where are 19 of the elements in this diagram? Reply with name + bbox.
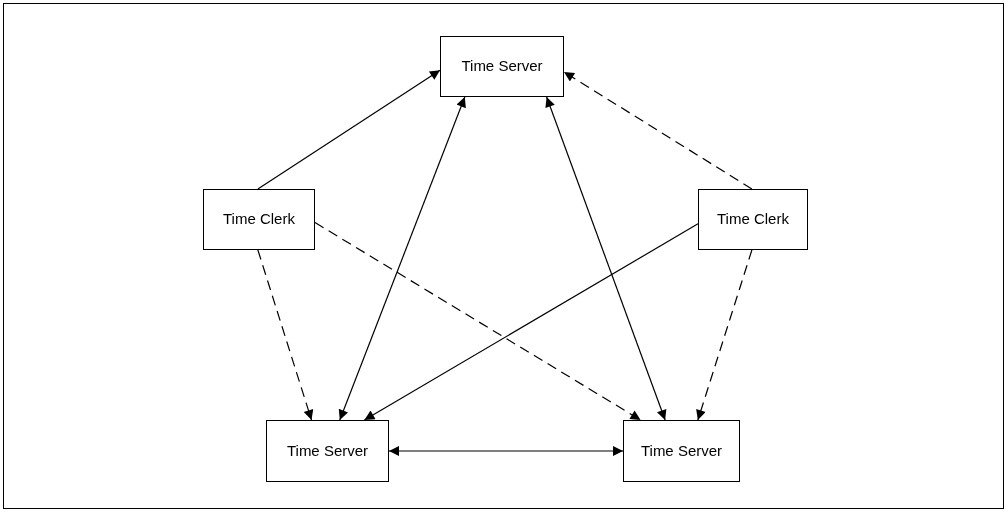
process-box xyxy=(266,420,389,482)
box-label: Time Server xyxy=(640,440,723,461)
box-label: Time Clerk xyxy=(717,209,789,230)
arrow xyxy=(696,249,753,421)
process-box xyxy=(440,36,564,97)
arrow xyxy=(545,96,667,421)
arrow xyxy=(257,69,441,190)
process-box xyxy=(623,420,740,482)
arrow xyxy=(314,221,642,421)
process-box xyxy=(698,189,808,250)
box-label: Time Server xyxy=(286,440,369,461)
arrow xyxy=(363,223,699,421)
arrow xyxy=(257,249,314,421)
arrow xyxy=(563,71,753,190)
box-label: Time Server xyxy=(461,56,543,77)
process-box xyxy=(203,189,315,250)
arrow xyxy=(388,446,624,456)
arrow xyxy=(338,96,466,421)
box-label: Time Clerk xyxy=(223,209,295,230)
